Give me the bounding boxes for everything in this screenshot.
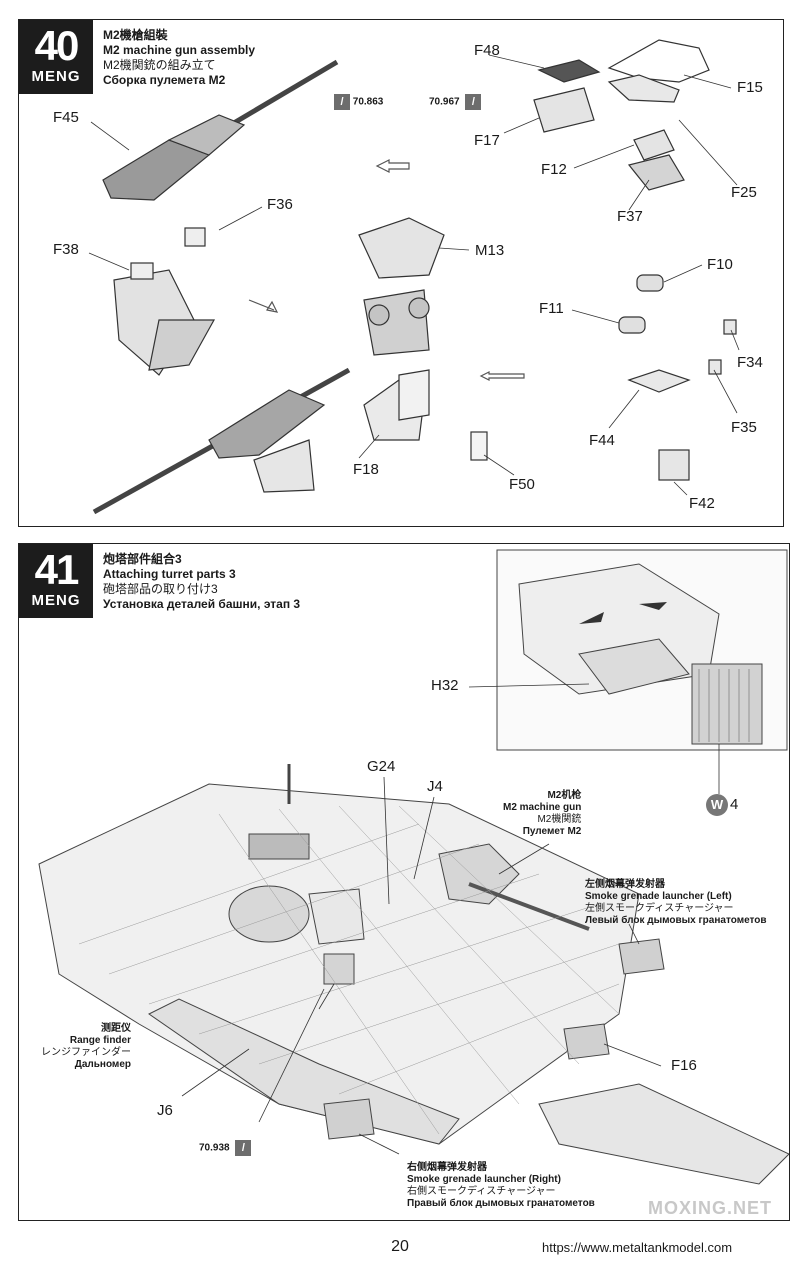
callout-zh: 测距仪 xyxy=(101,1023,131,1034)
title-jp: 砲塔部品の取り付け3 xyxy=(103,582,218,596)
part-label-g24: G24 xyxy=(367,758,396,775)
part-label-f11: F11 xyxy=(539,300,564,317)
callout-smoke-launcher-right: 右侧烟幕弹发射器 Smoke grenade launcher (Right) … xyxy=(407,1162,595,1210)
callout-en: Smoke grenade launcher (Right) xyxy=(407,1174,561,1185)
title-en: Attaching turret parts 3 xyxy=(103,567,236,581)
callout-m2-machine-gun: M2机枪 M2 machine gun M2機関銃 Пулемет M2 xyxy=(503,790,581,838)
part-label-f17: F17 xyxy=(474,132,500,149)
callout-jp: 左側スモークディスチャージャー xyxy=(585,903,734,914)
part-label-f10: F10 xyxy=(707,256,733,273)
brush-icon: / xyxy=(334,94,350,110)
part-label-f48: F48 xyxy=(474,42,500,59)
part-label-f35: F35 xyxy=(731,419,757,436)
paint-callout: 70.938 / xyxy=(199,1140,252,1156)
part-label-f44: F44 xyxy=(589,432,615,449)
callout-en: M2 machine gun xyxy=(503,802,582,813)
part-label-f36: F36 xyxy=(267,196,293,213)
part-label-f42: F42 xyxy=(689,495,715,512)
callout-zh: 左侧烟幕弹发射器 xyxy=(585,879,665,890)
part-label-j4: J4 xyxy=(427,778,443,795)
part-label-m13: M13 xyxy=(475,242,505,259)
title-en: M2 machine gun assembly xyxy=(103,43,256,57)
part-label-f37: F37 xyxy=(617,208,643,225)
step-number: 41 xyxy=(34,546,80,593)
title-zh: M2機槍組裝 xyxy=(103,28,168,42)
part-label-f45: F45 xyxy=(53,109,79,126)
watermark: MOXING.NET xyxy=(648,1198,773,1218)
w-part-count: 4 xyxy=(730,796,739,813)
callout-zh: M2机枪 xyxy=(547,790,582,801)
w-part-badge: W xyxy=(706,794,728,816)
part-label-f50: F50 xyxy=(509,476,535,493)
callout-ru: Дальномер xyxy=(74,1059,131,1070)
callout-en: Smoke grenade launcher (Left) xyxy=(585,891,732,902)
step-41-panel: 41 MENG 炮塔部件組合3 Attaching turret parts 3… xyxy=(18,543,790,1221)
part-label-j6: J6 xyxy=(157,1102,173,1119)
title-ru: Сборка пулемета M2 xyxy=(103,73,226,87)
step-number-badge: 40 MENG xyxy=(19,20,93,94)
paint-code: 70.863 xyxy=(352,96,384,108)
part-label-f18: F18 xyxy=(353,461,379,478)
brush-icon: / xyxy=(465,94,482,110)
paint-callout-b: 70.967 / xyxy=(429,94,482,110)
part-label-f15: F15 xyxy=(737,79,763,96)
step-40-panel: 40 MENG M2機槍組裝 M2 machine gun assembly M… xyxy=(18,19,784,527)
part-label-h32: H32 xyxy=(431,677,459,694)
step-titles: M2機槍組裝 M2 machine gun assembly M2機関銃の組み立… xyxy=(103,28,255,88)
step-40-drawing xyxy=(88,39,740,515)
callout-jp: M2機関銃 xyxy=(537,814,582,825)
part-label-f25: F25 xyxy=(731,184,757,201)
callout-range-finder: 测距仪 Range finder レンジファインダー Дальномер xyxy=(31,1023,131,1071)
paint-code: 70.967 xyxy=(429,96,460,108)
callout-ru: Левый блок дымовых гранатометов xyxy=(585,915,767,926)
part-label-f34: F34 xyxy=(737,354,763,371)
brush-icon: / xyxy=(235,1140,252,1156)
site-url: https://www.metaltankmodel.com xyxy=(542,1240,733,1255)
title-zh: 炮塔部件組合3 xyxy=(103,552,182,566)
brand-logo: MENG xyxy=(31,592,81,609)
callout-en: Range finder xyxy=(69,1035,131,1046)
step-41-drawing xyxy=(38,549,789,1185)
callout-zh: 右侧烟幕弹发射器 xyxy=(407,1162,487,1173)
step-titles: 炮塔部件組合3 Attaching turret parts 3 砲塔部品の取り… xyxy=(103,552,300,612)
step-number-badge: 41 MENG xyxy=(19,544,93,618)
paint-code: 70.938 xyxy=(199,1142,230,1154)
callout-ru: Правый блок дымовых гранатометов xyxy=(407,1198,595,1209)
part-label-f16: F16 xyxy=(671,1057,697,1074)
step-number: 40 xyxy=(34,22,80,69)
callout-jp: レンジファインダー xyxy=(41,1047,131,1058)
callout-smoke-launcher-left: 左侧烟幕弹发射器 Smoke grenade launcher (Left) 左… xyxy=(585,879,767,927)
page-number: 20 xyxy=(391,1238,409,1255)
part-label-f12: F12 xyxy=(541,161,567,178)
part-label-f38: F38 xyxy=(53,241,79,258)
brand-logo: MENG xyxy=(31,68,81,85)
callout-jp: 右側スモークディスチャージャー xyxy=(407,1186,556,1197)
callout-ru: Пулемет M2 xyxy=(522,826,582,837)
title-jp: M2機関銃の組み立て xyxy=(103,58,216,72)
title-ru: Установка деталей башни, этап 3 xyxy=(103,597,301,611)
paint-callout-a: / 70.863 xyxy=(331,94,383,110)
